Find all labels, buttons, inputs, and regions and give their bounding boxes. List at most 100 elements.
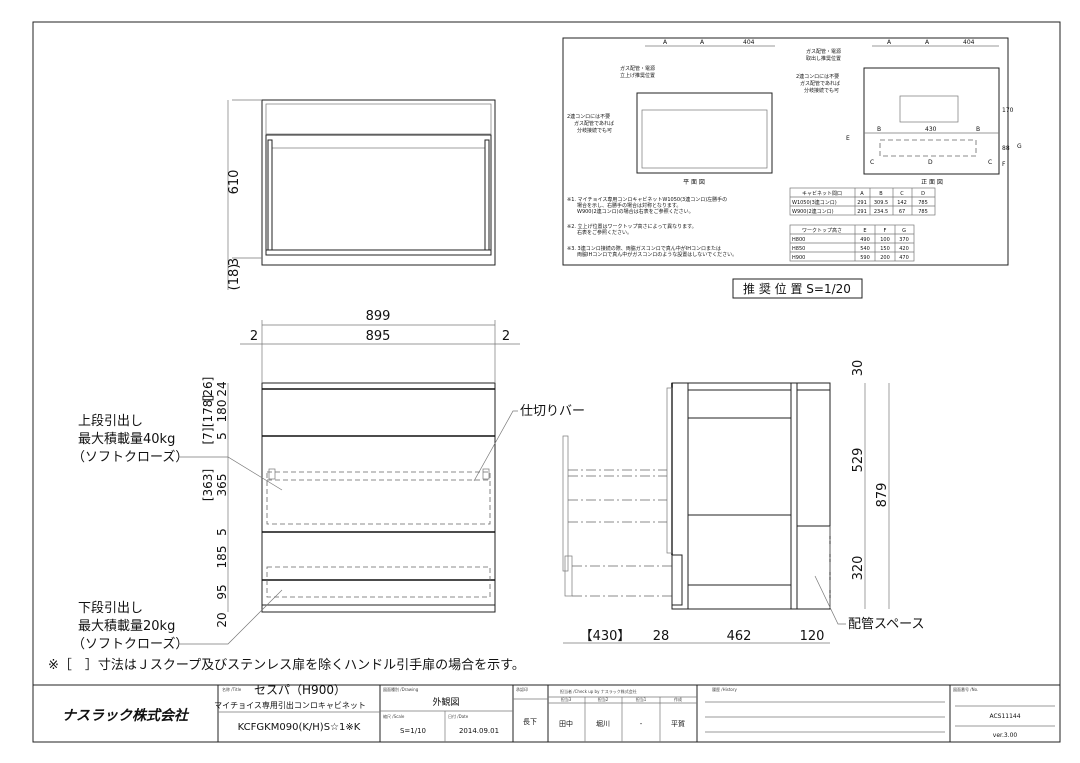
dim-26: [26] bbox=[201, 377, 215, 402]
td: 200 bbox=[880, 255, 890, 261]
callout: 取出し推奨位置 bbox=[806, 55, 841, 62]
title-block: ナスラック株式会社 名称 /Title セスパ（H900） マイチョイス専用引出… bbox=[33, 683, 1060, 742]
td: 420 bbox=[899, 246, 909, 252]
dim-2-right: 2 bbox=[502, 329, 510, 344]
td: 100 bbox=[880, 237, 890, 243]
date-label: 日付 /Date bbox=[448, 713, 469, 719]
checker: 平賀 bbox=[671, 719, 685, 728]
note: W900(2連コンロ)の場合は右表をご参照ください。 bbox=[577, 208, 694, 215]
dim-178: [178] bbox=[201, 395, 215, 427]
lower-drawer-softclose: （ソフトクローズ） bbox=[72, 636, 188, 652]
inset-dim-f: F bbox=[1002, 161, 1006, 168]
history-label: 履歴 /History bbox=[712, 686, 737, 692]
td: 291 bbox=[857, 200, 867, 206]
check-col: 担当2 bbox=[598, 696, 609, 702]
inset-plan-title: 平 面 図 bbox=[683, 179, 705, 186]
worktop-table: ワークトップ高さ E F G H800 490 100 370 H850 540… bbox=[789, 224, 915, 262]
product-name: セスパ（H900） bbox=[254, 683, 346, 697]
side-view: 【430】 28 462 120 30 529 879 320 配管スペース bbox=[562, 360, 924, 644]
inset-dim-404: 404 bbox=[743, 39, 755, 46]
dim-430: 【430】 bbox=[580, 629, 631, 644]
dim-5: 5 bbox=[215, 432, 229, 440]
product-subtitle: マイチョイス専用引出コンロキャビネット bbox=[214, 700, 366, 710]
inset-dim-e: E bbox=[846, 135, 850, 142]
drawing-label: 図面種別 /Drawing bbox=[383, 686, 419, 692]
dim-895: 895 bbox=[366, 329, 391, 344]
td: 470 bbox=[899, 255, 909, 261]
callout: 分岐接続でも可 bbox=[804, 87, 839, 94]
dim-365: 365 bbox=[215, 474, 229, 497]
td: 142 bbox=[897, 200, 907, 206]
inset-dim-430: 430 bbox=[925, 126, 937, 133]
callout: ガス配管であれば bbox=[574, 120, 614, 127]
inset-dim-c2: C bbox=[988, 159, 992, 166]
version: ver.3.00 bbox=[993, 732, 1018, 739]
scale-label: 縮尺 /Scale bbox=[383, 713, 405, 719]
inset-front-title: 正 面 図 bbox=[921, 179, 943, 186]
upper-drawer-label: 上段引出し bbox=[78, 414, 143, 429]
td: 67 bbox=[899, 209, 905, 215]
model-number: KCFGKM090(K/H)S☆1※K bbox=[238, 722, 361, 733]
td: 785 bbox=[918, 200, 928, 206]
caption-box bbox=[732, 278, 863, 299]
dim-3: 3 bbox=[227, 258, 242, 266]
inset-dim-b: B bbox=[877, 126, 881, 133]
checker: - bbox=[640, 720, 643, 728]
number-label: 図面番号 /No. bbox=[953, 686, 978, 692]
note: ※1. マイチョイス専用コンロキャビネットW1050(3連コンロ)左勝手の bbox=[567, 196, 727, 203]
th: キャビネット間口 bbox=[802, 190, 842, 197]
callout: ガス配管・電源 bbox=[806, 48, 841, 55]
td: W900(2連コンロ) bbox=[792, 208, 834, 215]
checker: 田中 bbox=[559, 719, 573, 728]
callout: ガス配管・電源 bbox=[620, 65, 655, 72]
th: ワークトップ高さ bbox=[802, 227, 842, 234]
check-col: 担当1 bbox=[636, 696, 647, 702]
th: F bbox=[884, 228, 887, 234]
inset-dim-b2: B bbox=[976, 126, 980, 133]
dim-30: 30 bbox=[851, 360, 866, 377]
inset-dim-a2: A bbox=[700, 39, 705, 46]
callout: 立上げ推奨位置 bbox=[620, 72, 655, 79]
piping-space-label: 配管スペース bbox=[848, 617, 924, 632]
recommended-position-caption: 推 奨 位 置 S=1/20 bbox=[743, 281, 851, 296]
td: 590 bbox=[860, 255, 870, 261]
inset-dim-404b: 404 bbox=[963, 39, 975, 46]
dim-28: 28 bbox=[653, 629, 670, 644]
dim-5b: 5 bbox=[215, 528, 229, 536]
dim-180: 180 bbox=[215, 400, 229, 423]
td: 309.5 bbox=[874, 200, 888, 206]
td: 490 bbox=[860, 237, 870, 243]
company-logo: ナスラック株式会社 bbox=[62, 707, 190, 724]
td: 291 bbox=[857, 209, 867, 215]
dim-610: 610 bbox=[227, 170, 242, 195]
td: W1050(3連コンロ) bbox=[792, 199, 837, 206]
upper-drawer-softclose: （ソフトクローズ） bbox=[72, 449, 188, 465]
note: 右表をご参照ください。 bbox=[577, 229, 632, 236]
dim-185: 185 bbox=[215, 546, 229, 569]
td: 785 bbox=[918, 209, 928, 215]
td: H800 bbox=[792, 237, 805, 243]
dim-462: 462 bbox=[727, 629, 752, 644]
dim-120: 120 bbox=[800, 629, 825, 644]
check-col: 担当3 bbox=[561, 696, 572, 702]
dim-899: 899 bbox=[366, 309, 391, 324]
front-view: 899 895 2 2 24 [26] 180 [178] 5 [7] 365 … bbox=[72, 309, 585, 652]
dim-95: 95 bbox=[215, 584, 229, 599]
drawing-number: ACS11144 bbox=[989, 713, 1020, 720]
th: B bbox=[879, 191, 883, 197]
inset-dim-88: 88 bbox=[1002, 145, 1010, 152]
date-value: 2014.09.01 bbox=[459, 727, 499, 735]
th: G bbox=[902, 228, 906, 234]
check-label: 担当者 /Check up by ナスラック株式会社 bbox=[560, 688, 637, 694]
callout: ガス配管であれば bbox=[800, 80, 840, 87]
upper-drawer-load: 最大積載量40kg bbox=[78, 432, 175, 447]
inset-dim-a4: A bbox=[925, 39, 930, 46]
note: 場合を示し、右勝手の場合は対称となります。 bbox=[577, 202, 681, 209]
note: ※2. 立上げ位置はワークトップ高さによって異なります。 bbox=[567, 223, 697, 230]
td: 234.5 bbox=[874, 209, 888, 215]
drawing-type: 外観図 bbox=[432, 696, 459, 708]
note: ※3. 3連コンロ接続の際、両脇ガスコンロで真ん中がIHコンロまたは bbox=[567, 245, 721, 252]
cabinet-table: キャビネット間口 A B C D W1050(3連コンロ) 291 309.5 … bbox=[789, 187, 936, 216]
divider-bar-label: 仕切りバー bbox=[520, 404, 585, 419]
